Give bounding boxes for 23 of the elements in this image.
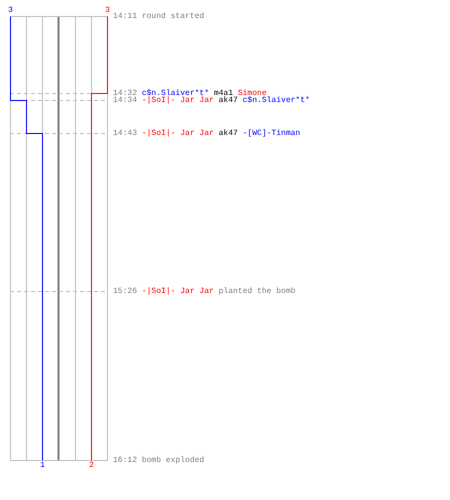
weapon-name: m4a1 (214, 90, 234, 97)
time-label: 16:12 (113, 457, 138, 464)
player-name: -|SoI|- Jar Jar (142, 130, 214, 137)
value-label: 3 (7, 6, 14, 14)
event-text: planted the bomb (218, 288, 296, 295)
player-name: Simone (238, 90, 267, 97)
player-name: -[WC]-Tinman (242, 130, 300, 137)
player-name: c$n.Slaiver*t* (242, 97, 310, 104)
value-label: 2 (88, 462, 95, 468)
player-name: c$n.Slaiver*t* (142, 90, 210, 97)
weapon-name: ak47 (218, 130, 238, 137)
weapon-name: ak47 (218, 97, 238, 104)
time-label: 15:26 (113, 288, 138, 295)
value-label: 1 (39, 462, 46, 468)
time-label: 14:34 (113, 97, 138, 104)
time-label: 14:43 (113, 130, 138, 137)
player-name: -|SoI|- Jar Jar (142, 288, 214, 295)
event-text: bomb exploded (142, 457, 204, 464)
player-name: -|SoI|- Jar Jar (142, 97, 214, 104)
event-text: round started (142, 13, 204, 20)
time-label: 14:11 (113, 13, 138, 20)
value-label: 3 (104, 6, 111, 14)
time-label: 14:32 (113, 90, 138, 97)
